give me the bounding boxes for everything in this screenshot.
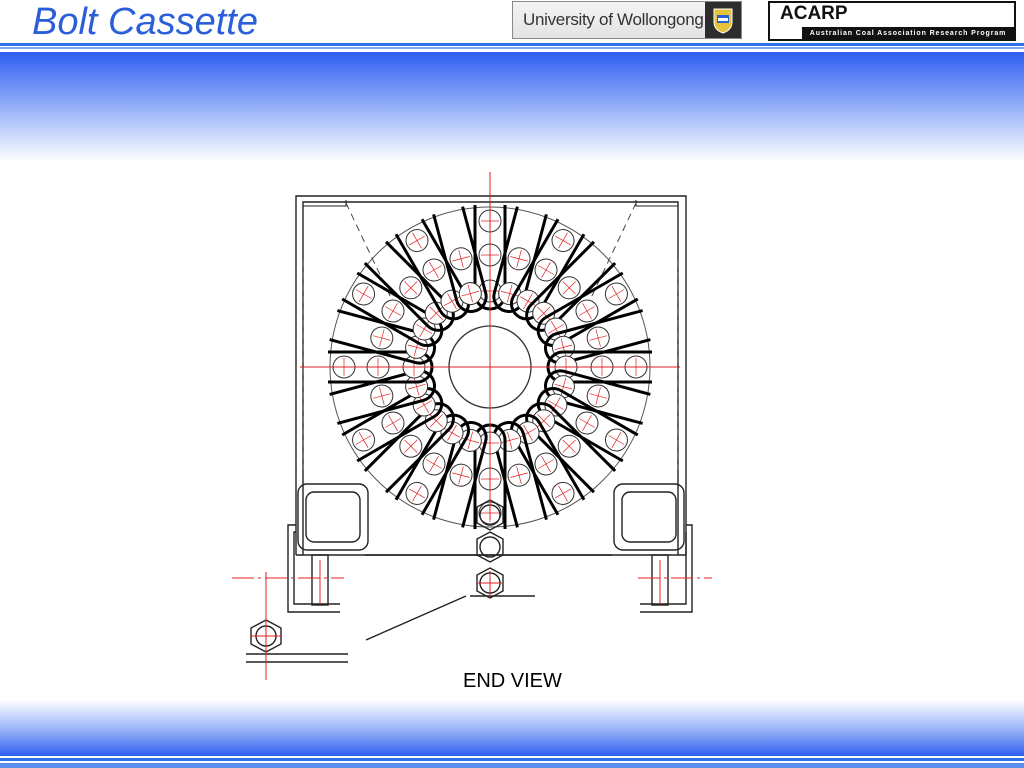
header-rule-secondary: [0, 47, 1024, 49]
bolt-pocket: [329, 309, 436, 365]
exit-bolts: [365, 499, 535, 641]
bolt-pocket: [544, 369, 651, 425]
uow-crest-icon: [705, 2, 741, 38]
bolt-centerline: [510, 472, 528, 478]
uow-logo-text: University of Wollongong: [523, 10, 704, 29]
corner-feet: [287, 483, 693, 613]
bolt-centerline: [358, 432, 369, 448]
bolt-centerline: [555, 235, 571, 246]
bolt-centerline: [538, 459, 554, 469]
bottom-gradient-band: [0, 700, 1024, 756]
bolt-centerline: [388, 303, 398, 319]
pocket-outline: [432, 206, 488, 313]
bolt-centerline: [582, 303, 592, 319]
bolt-centerline: [388, 415, 398, 431]
side-bolt: [246, 619, 348, 663]
bolt-centerline: [379, 329, 385, 347]
bolt-centerline: [409, 235, 425, 246]
header-rule: [0, 43, 1024, 46]
slide-header: Bolt Cassette University of Wollongong A…: [0, 0, 1024, 44]
bolt-pocket: [492, 421, 548, 528]
pocket-shape: [432, 206, 488, 313]
slide-title: Bolt Cassette: [32, 1, 258, 43]
bolt-centerline: [461, 290, 480, 297]
bolt-centerline: [510, 256, 528, 262]
bolt-centerline: [404, 439, 418, 453]
bolt-centerline: [538, 265, 554, 275]
bolt-centerline: [562, 281, 576, 295]
bolt-centerline: [555, 488, 571, 499]
bolt-centerline: [426, 459, 442, 469]
pocket-shape: [492, 421, 548, 528]
bolt-centerline: [595, 387, 601, 405]
acarp-logo-tagline: Australian Coal Association Research Pro…: [802, 27, 1014, 40]
acarp-logo: ACARP Australian Coal Association Resear…: [768, 1, 1016, 41]
acarp-logo-name: ACARP: [780, 3, 848, 24]
bolt-centerline: [582, 415, 592, 431]
bolt-centerline: [611, 286, 622, 302]
footer-rule: [0, 758, 1024, 761]
bolt-centerline: [358, 286, 369, 302]
pocket-shape: [329, 309, 436, 365]
bolt-pocket: [510, 413, 586, 516]
bolt-centerline: [562, 439, 576, 453]
bolt-centerline: [426, 265, 442, 275]
bolt-centerline: [404, 281, 418, 295]
footer-rule-secondary: [0, 763, 1024, 768]
bolt-centerline: [611, 432, 622, 448]
bolt-centerline: [595, 329, 601, 347]
cassette-frame: [295, 195, 687, 556]
center-lines: [232, 172, 712, 680]
bolt-pocket: [432, 206, 488, 313]
bolt-pocket: [525, 240, 617, 332]
top-gradient-band: [0, 52, 1024, 162]
bolt-centerline: [452, 256, 470, 262]
bolt-centerline: [409, 488, 425, 499]
pocket-shape: [525, 240, 617, 332]
uow-logo: University of Wollongong: [512, 1, 742, 39]
bolt-pocket: [394, 218, 470, 321]
pocket-shape: [510, 413, 586, 516]
pocket-shape: [394, 218, 470, 321]
pocket-shape: [544, 369, 651, 425]
diagram-caption: END VIEW: [463, 670, 562, 692]
bolt-centerline: [452, 472, 470, 478]
bolt-centerline: [379, 387, 385, 405]
